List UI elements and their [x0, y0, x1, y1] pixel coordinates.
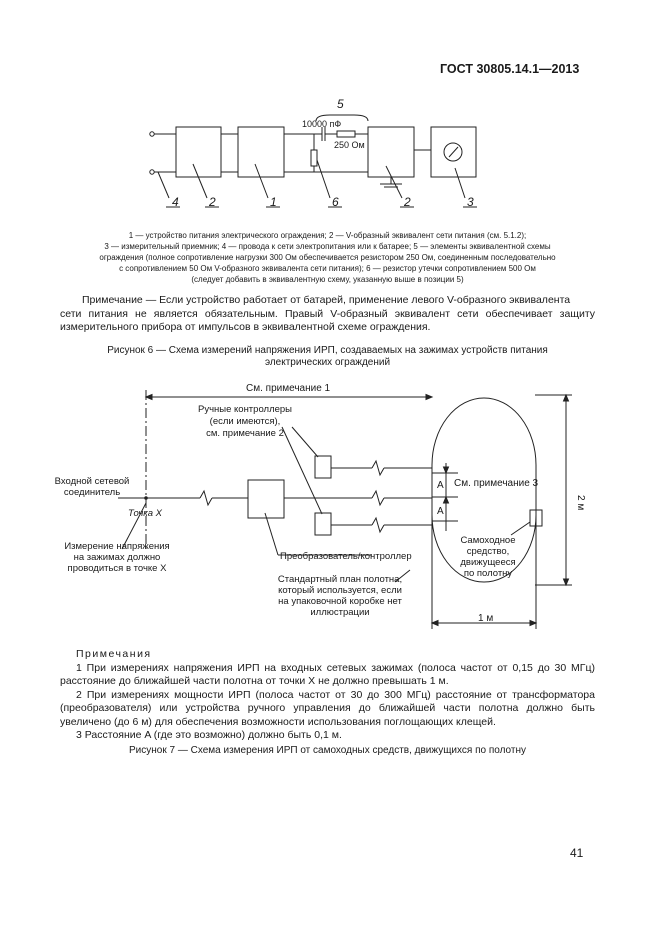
- label-see-note-1: См. примечание 1: [246, 383, 331, 394]
- label-meas-3: проводиться в точке X: [68, 563, 168, 574]
- label-2b: 2: [403, 195, 411, 209]
- label-self-2: средство,: [467, 546, 510, 557]
- label-capacitor: 10000 пФ: [302, 119, 341, 129]
- label-self-4: по полотну: [464, 568, 513, 579]
- figure7-notes: Примечания 1 При измерениях напряжения И…: [60, 648, 595, 741]
- label-manual-1: Ручные контроллеры: [198, 404, 292, 415]
- label-input-1: Входной сетевой: [55, 476, 130, 487]
- label-std-1: Стандартный план полотна,: [278, 574, 402, 585]
- label-manual-3: см. примечание 2: [206, 428, 284, 439]
- label-6: 6: [332, 195, 339, 209]
- figure6-legend: 1 — устройство питания электрического ог…: [99, 231, 556, 284]
- label-1m: 1 м: [478, 613, 493, 624]
- label-resistor: 250 Ом: [334, 140, 365, 150]
- label-a-bot: A: [437, 506, 444, 517]
- label-2a: 2: [208, 195, 216, 209]
- label-see-note-3: См. примечание 3: [454, 478, 539, 489]
- label-input-2: соединитель: [64, 487, 120, 498]
- label-manual-2: (если имеются),: [210, 416, 281, 427]
- figure6-note: Примечание — Если устройство работает от…: [60, 294, 595, 333]
- page-number: 41: [570, 846, 584, 860]
- label-meas-2: на зажимах должно: [74, 552, 161, 563]
- label-1: 1: [270, 195, 277, 209]
- figure6-diagram: 5 10000 пФ 250 Ом 4 2 1 6 2 3: [149, 97, 477, 209]
- figure7-title: Рисунок 7 — Схема измерения ИРП от самох…: [128, 745, 526, 756]
- label-3: 3: [467, 195, 474, 209]
- label-a-top: A: [437, 480, 444, 491]
- label-2m: 2 м: [575, 495, 586, 510]
- label-std-4: иллюстрации: [310, 607, 369, 618]
- label-4: 4: [172, 195, 179, 209]
- label-5: 5: [337, 97, 344, 111]
- label-std-3: на упаковочной коробке нет: [278, 596, 402, 607]
- label-self-3: движущееся: [460, 557, 515, 568]
- label-self-1: Самоходное: [460, 535, 515, 546]
- label-converter: Преобразователь/контроллер: [280, 551, 412, 562]
- figure6-title: Рисунок 6 — Схема измерений напряжения И…: [107, 345, 548, 368]
- label-std-2: который используется, если: [278, 585, 402, 596]
- figure7-diagram: См. примечание 1 Ручные контроллеры (есл…: [55, 383, 586, 629]
- label-point-x: Точка X: [128, 508, 163, 519]
- label-meas-1: Измерение напряжения: [64, 541, 169, 552]
- standard-header: ГОСТ 30805.14.1—2013: [440, 62, 580, 76]
